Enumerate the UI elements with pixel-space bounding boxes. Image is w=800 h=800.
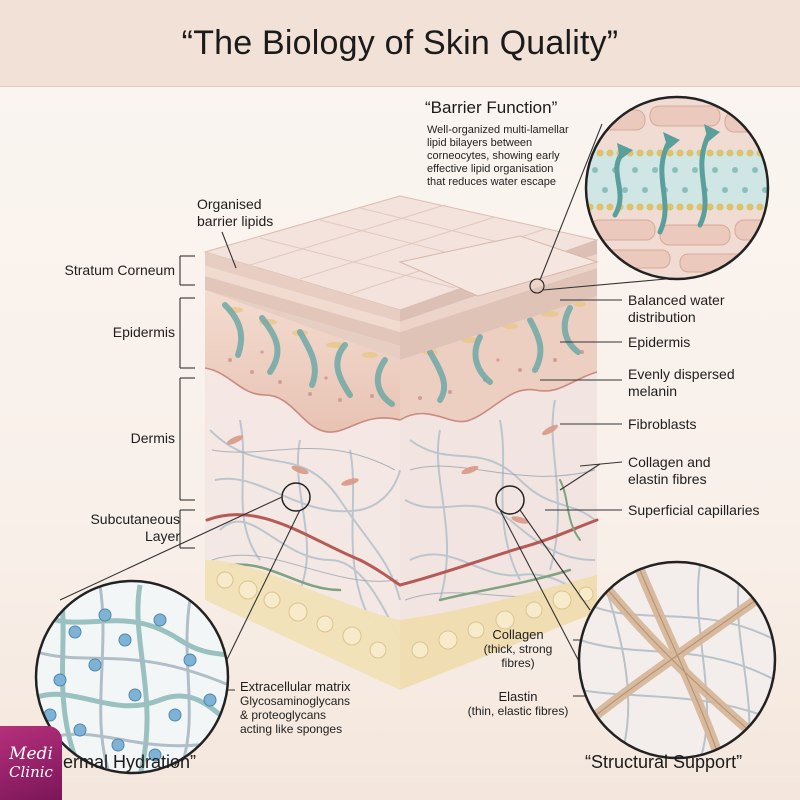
medi-clinic-logo: Medi Clinic <box>0 726 62 800</box>
epidermis-left-label: Epidermis <box>112 324 175 340</box>
barrier-function-description: Well-organized multi-lamellar lipid bila… <box>427 124 569 188</box>
barrier-function-title: “Barrier Function” <box>425 98 558 117</box>
logo-line-2: Clinic <box>9 763 53 781</box>
skin-block <box>203 195 599 690</box>
extracellular-matrix-label: Extracellular matrix Glycosaminoglycans … <box>240 679 351 737</box>
barrier-magnifier <box>584 95 770 281</box>
structural-support-title: “Structural Support” <box>585 752 743 772</box>
epidermis-right-label: Epidermis <box>628 334 691 350</box>
stratum-corneum-label: Stratum Corneum <box>64 262 175 278</box>
logo-line-1: Medi <box>9 744 53 764</box>
fat-right <box>400 575 597 690</box>
page-title: “The Biology of Skin Quality” <box>181 23 619 62</box>
stratum-flap <box>398 235 599 297</box>
title-banner: “The Biology of Skin Quality” <box>0 0 800 87</box>
collagen-label: Collagen (thick, strong fibres) <box>483 627 553 671</box>
elastin-label: Elastin (thin, elastic fibres) <box>467 689 569 719</box>
dermis-label: Dermis <box>130 430 175 446</box>
capillaries-label: Superficial capillaries <box>628 502 760 518</box>
fibroblasts-label: Fibroblasts <box>628 416 697 432</box>
hydration-magnifier <box>34 579 230 775</box>
dermal-hydration-title: “Dermal Hydration” <box>44 752 197 772</box>
support-magnifier <box>577 560 777 760</box>
